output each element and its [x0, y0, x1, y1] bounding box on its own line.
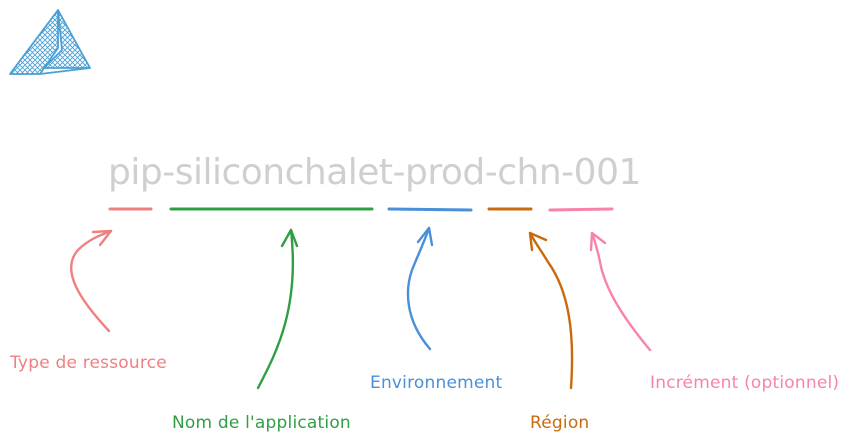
underline-increment — [548, 207, 614, 212]
underline-environment — [387, 207, 473, 212]
arrow-type — [69, 229, 113, 333]
label-application: Nom de l'application — [172, 413, 351, 433]
arrow-environment — [406, 226, 434, 351]
label-increment: Incrément (optionnel) — [650, 373, 839, 393]
resource-name: pip-siliconchalet-prod-chn-001 — [108, 152, 641, 193]
triangle-logo-icon — [9, 9, 91, 75]
label-type: Type de ressource — [9, 353, 167, 373]
arrow-region — [528, 231, 574, 390]
label-region: Région — [530, 413, 589, 433]
label-environment: Environnement — [370, 373, 503, 393]
arrow-application — [256, 228, 299, 390]
arrow-increment — [589, 231, 652, 352]
